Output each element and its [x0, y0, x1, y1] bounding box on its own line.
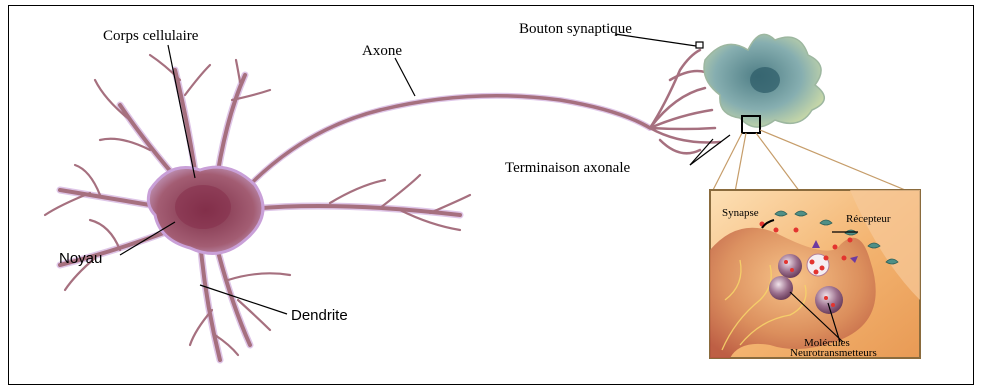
target-cell — [704, 34, 824, 127]
axon — [240, 96, 650, 195]
label-synaptic-button: Bouton synaptique — [519, 21, 632, 37]
label-receptor: Récepteur — [846, 213, 891, 225]
cell-body — [148, 167, 263, 253]
target-nucleus — [750, 67, 780, 93]
label-cell-body: Corps cellulaire — [103, 28, 199, 44]
label-synapse: Synapse — [722, 207, 759, 219]
label-axon: Axone — [362, 43, 402, 59]
label-axon-terminal: Terminaison axonale — [505, 160, 630, 176]
zoom-connectors — [712, 130, 910, 192]
label-neurotransmitters: Neurotransmetteurs — [790, 347, 877, 359]
nucleus — [175, 185, 231, 229]
label-nucleus: Noyau — [59, 250, 102, 267]
label-dendrite: Dendrite — [291, 307, 348, 324]
